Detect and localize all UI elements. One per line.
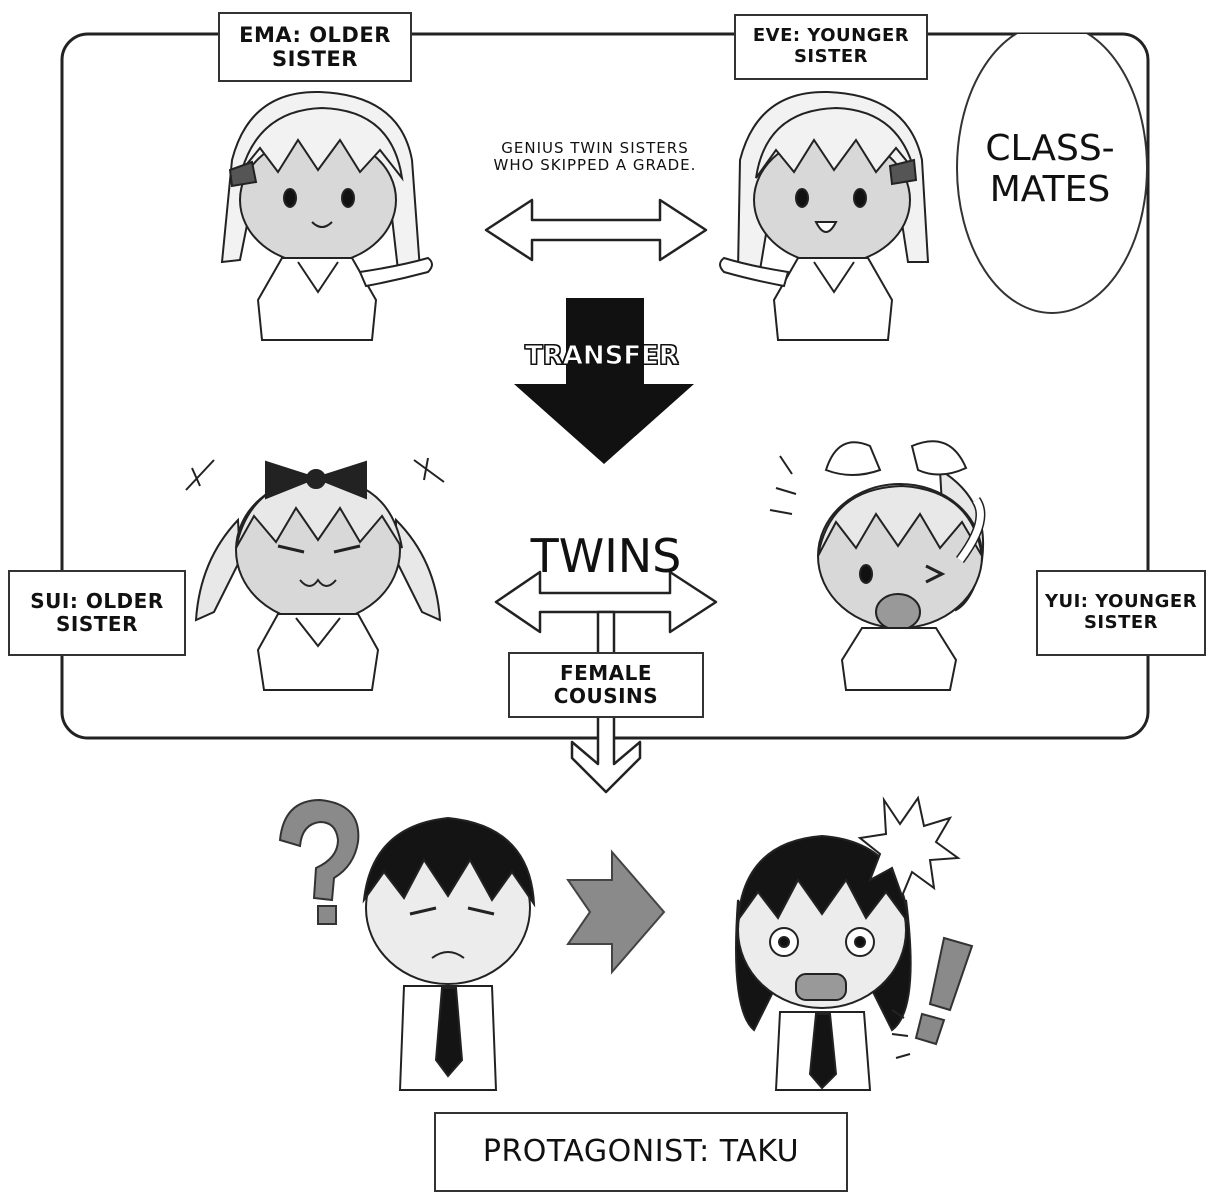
- ema-label: EMA: OLDER SISTER: [218, 12, 412, 82]
- sui-label-line1: SUI: OLDER: [30, 589, 164, 613]
- eve-label-line1: EVE: YOUNGER: [752, 25, 910, 47]
- eve-character: [719, 90, 930, 341]
- ema-label-line2: SISTER: [272, 47, 358, 71]
- ema-label-line1: EMA: OLDER: [239, 22, 391, 47]
- female-cousins-label: FEMALE COUSINS: [508, 652, 704, 718]
- transfer-text: TRANSFER: [525, 341, 680, 372]
- classmates-line1: CLASS-: [985, 128, 1115, 169]
- exclamation-mark-icon: [914, 936, 974, 1046]
- classmates-line2: MATES: [989, 169, 1111, 211]
- action-marks: [185, 455, 911, 1059]
- anger-burst-icon: [857, 795, 961, 899]
- protagonist-label: PROTAGONIST: TAKU: [434, 1112, 848, 1192]
- twins-text: TWINS: [530, 529, 682, 583]
- classmates-bubble: [956, 34, 1148, 314]
- question-mark-icon: [278, 798, 360, 925]
- protagonist-label-text: PROTAGONIST: TAKU: [482, 1133, 800, 1169]
- ema-character: [220, 90, 433, 341]
- sui-label-line2: SISTER: [56, 612, 138, 636]
- transfer-caption: TRANSFER: [512, 341, 692, 372]
- genius-line2: WHO SKIPPED A GRADE.: [493, 156, 697, 175]
- yui-character: [817, 440, 986, 691]
- ema-eve-double-arrow: [484, 198, 708, 262]
- yui-label: YUI: YOUNGER SISTER: [1036, 570, 1206, 656]
- twins-arrow: [494, 570, 718, 634]
- yui-label-line2: SISTER: [1083, 612, 1159, 633]
- twins-caption: TWINS: [500, 530, 712, 583]
- cousins-label-line1: FEMALE: [559, 661, 653, 685]
- yui-label-line1: YUI: YOUNGER: [1044, 591, 1198, 613]
- eve-label: EVE: YOUNGER SISTER: [734, 14, 928, 80]
- genius-twins-caption: GENIUS TWIN SISTERS WHO SKIPPED A GRADE.: [440, 139, 750, 175]
- taku-transition-arrow: [566, 849, 666, 975]
- cousins-label-line2: COUSINS: [553, 684, 659, 708]
- sui-label: SUI: OLDER SISTER: [8, 570, 186, 656]
- classmates-caption: CLASS- MATES: [960, 128, 1140, 211]
- genius-line1: GENIUS TWIN SISTERS: [501, 139, 689, 157]
- eve-label-line2: SISTER: [793, 46, 869, 67]
- taku-shocked-character: [735, 834, 912, 1091]
- sui-character: [194, 460, 442, 691]
- transfer-arrow: [514, 298, 694, 464]
- taku-confused-character: [362, 816, 536, 1091]
